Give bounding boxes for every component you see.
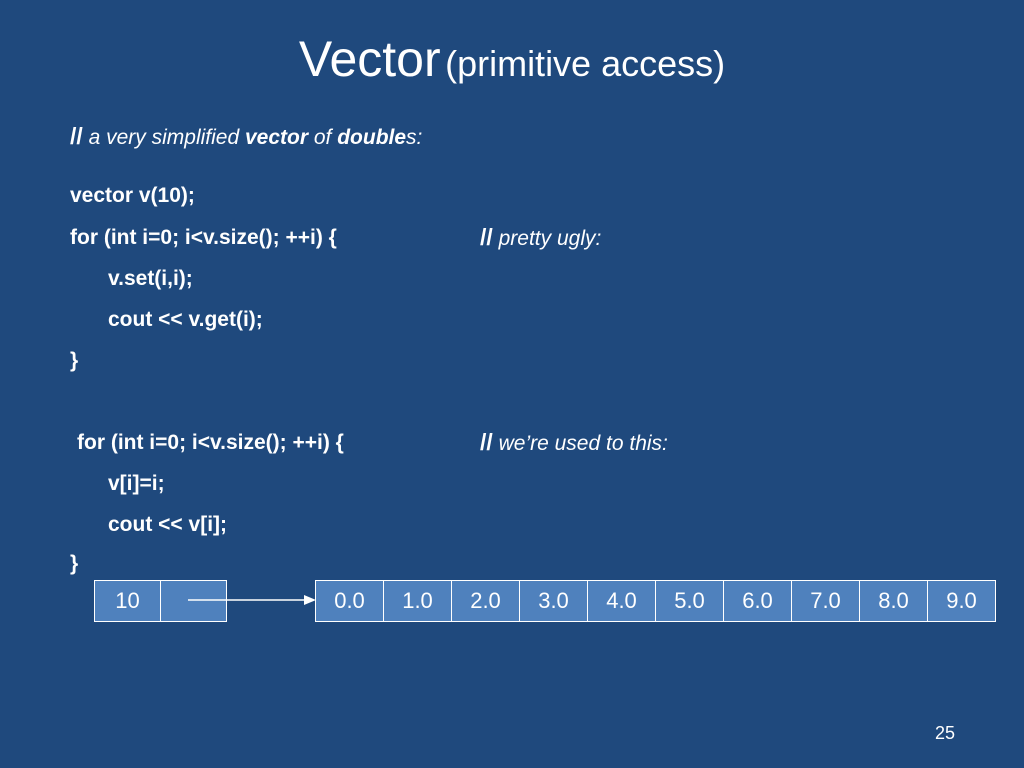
comment-text-3: s: bbox=[406, 126, 423, 149]
comment-slashes: // bbox=[70, 123, 83, 149]
element-cell: 1.0 bbox=[383, 580, 452, 622]
title-main: Vector bbox=[298, 31, 441, 87]
code-line: v[i]=i; bbox=[108, 472, 165, 495]
intro-comment: // a very simplified vector of doubles: bbox=[70, 123, 422, 150]
element-cell: 0.0 bbox=[315, 580, 384, 622]
comment-used-to-this: // we’re used to this: bbox=[480, 429, 668, 455]
element-cell: 3.0 bbox=[519, 580, 588, 622]
comment-slashes: // bbox=[480, 224, 493, 250]
comment-pretty-ugly: // pretty ugly: bbox=[480, 224, 602, 250]
comment-text-2: of bbox=[308, 126, 338, 149]
code-line: cout << v.get(i); bbox=[108, 308, 263, 331]
slide-title: Vector (primitive access) bbox=[0, 30, 1024, 88]
title-subtitle: (primitive access) bbox=[445, 43, 726, 84]
element-cell: 7.0 bbox=[791, 580, 860, 622]
slide-number: 25 bbox=[935, 723, 956, 743]
comment-slashes: // bbox=[480, 429, 493, 455]
element-cell: 5.0 bbox=[655, 580, 724, 622]
element-cell: 9.0 bbox=[927, 580, 996, 622]
comment-text-1: a very simplified bbox=[82, 126, 245, 149]
code-line: cout << v[i]; bbox=[108, 513, 228, 536]
code-line: for (int i=0; i<v.size(); ++i) { bbox=[70, 226, 337, 249]
comment-vector: vector bbox=[245, 126, 309, 149]
code-line: v.set(i,i); bbox=[108, 267, 193, 290]
comment-text: pretty ugly: bbox=[492, 227, 602, 250]
code-line: } bbox=[70, 349, 79, 372]
vector-elements-cells: 0.0 1.0 2.0 3.0 4.0 5.0 6.0 7.0 8.0 9.0 bbox=[315, 580, 996, 622]
code-line: vector v(10); bbox=[70, 184, 195, 207]
element-cell: 4.0 bbox=[587, 580, 656, 622]
comment-double: double bbox=[337, 126, 407, 149]
code-line: } bbox=[70, 552, 79, 575]
pointer-cell bbox=[160, 580, 227, 622]
element-cell: 8.0 bbox=[859, 580, 928, 622]
comment-text: we’re used to this: bbox=[492, 432, 668, 455]
element-cell: 6.0 bbox=[723, 580, 792, 622]
code-line: for (int i=0; i<v.size(); ++i) { bbox=[77, 431, 344, 454]
vector-header-cells: 10 bbox=[94, 580, 227, 622]
size-cell: 10 bbox=[94, 580, 161, 622]
